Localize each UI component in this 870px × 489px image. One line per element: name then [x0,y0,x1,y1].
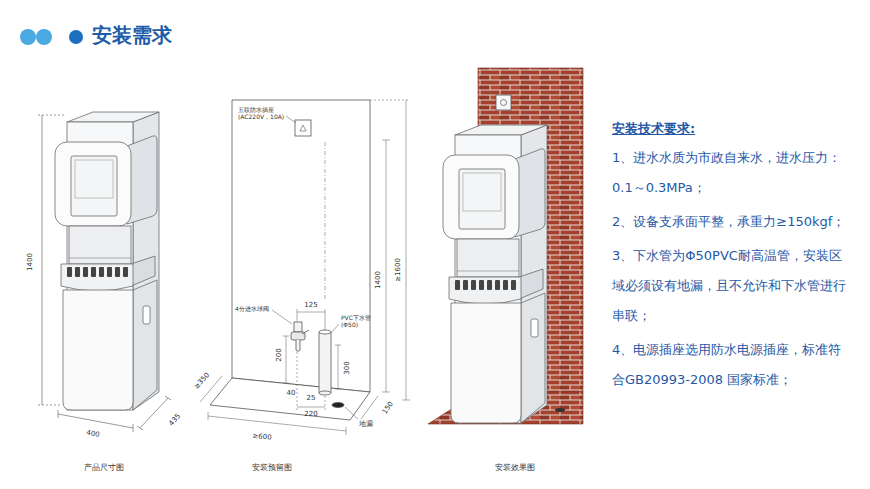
install-plan-drawing-part-part [208,412,209,420]
install-plan-drawing-part-part [297,407,325,408]
install-plan-drawing-part-part [335,345,341,346]
install-plan-drawing-part-part [382,140,390,141]
install-plan-drawing-part [286,116,296,123]
requirement-item: 4、电源插座选用防水电源插座，标准符合GB20993-2008 国家标准； [612,335,852,395]
install-plan-drawing-part-part [370,100,410,101]
install-plan-drawing-part-part [283,336,289,337]
product-drawing-part-part [137,426,143,430]
product-drawing [38,112,171,432]
install-plan-drawing-part-part [297,352,298,410]
dimension-label: 40 [287,389,296,397]
install-plan-drawing-part-part [386,140,387,392]
install-plan-drawing-part-part [346,427,347,435]
requirement-item: 3、下水管为Φ50PVC耐高温管，安装区域必须设有地漏，且不允许和下水管进行串联… [612,241,852,331]
dimension-label: 125 [304,301,317,309]
dimension-label: 400 [86,429,101,440]
install-plan-drawing-part [319,391,331,395]
product-drawing-part [55,112,159,410]
install-plan-drawing-part [295,120,311,136]
part-label: 4分进水球阀 [235,305,269,312]
part-label: PVC下水管 (Φ50) [341,314,377,328]
install-plan-drawing-part-part [297,309,298,321]
product-drawing-part-part [133,424,134,432]
dimension-label: ≥1600 [394,258,402,282]
install-plan-drawing-part-part [208,416,346,431]
product-drawing-part-part [140,398,168,428]
install-effect-drawing-part [496,95,511,110]
install-plan-drawing-part [302,330,309,334]
dimension-label: 300 [343,361,351,374]
product-drawing-part-part [38,115,66,116]
install-plan-drawing-part [319,332,331,393]
dimension-label: 435 [167,412,182,428]
product-drawing-part [38,115,171,432]
install-plan-drawing-part-part [335,389,341,390]
install-plan-drawing-part-part [402,400,410,401]
dimension-label: ≥600 [252,432,272,442]
dimension-label: ≥350 [192,371,211,391]
install-plan-drawing-part-part [325,309,326,330]
install-effect-drawing-part [501,100,507,106]
install-plan-drawing-part [200,100,410,435]
install-plan-drawing-part [319,332,331,393]
dimension-label: 1400 [374,271,382,289]
install-plan-drawing [200,100,410,435]
install-plan-drawing-part-part [406,100,407,400]
install-effect-drawing-part [443,125,547,423]
figure-caption: 安装预留图 [252,463,292,473]
dimension-label: 25 [307,394,316,402]
title-icon-part [36,29,52,45]
product-drawing-part-part [165,396,171,400]
product-drawing-part-part [58,414,133,428]
requirement-item: 2、设备支承面平整，承重力≥150kgf； [612,207,852,237]
install-plan-drawing-part-part [286,336,287,383]
install-plan-drawing-part [232,100,370,392]
install-plan-drawing-part-part [382,392,390,393]
title-icon-part [69,30,83,44]
dimension-label: 200 [275,348,283,361]
dimension-label: 220 [304,410,317,418]
install-plan-drawing-part-part [325,396,326,410]
install-plan-drawing-part-part [338,345,339,389]
title-icon [20,29,83,45]
figure-caption: 安装效果图 [495,463,535,473]
install-plan-drawing-part [345,407,358,419]
title-icon-part [20,29,36,45]
install-plan-drawing-part [319,330,331,334]
part-label: 地漏 [359,420,373,428]
install-plan-drawing-part [325,142,326,300]
part-label: 五联防水插座 (AC220V，10A) [238,106,288,120]
dimension-label: 1400 [26,253,34,271]
install-plan-drawing-part-part [283,383,289,384]
install-plan-drawing-part-part [297,312,325,313]
install-plan-drawing-part [296,340,300,352]
requirements-heading: 安装技术要求: [612,118,852,140]
install-effect-drawing-part [555,408,565,412]
product-drawing-part-part [42,115,43,405]
install-plan-drawing-part [294,322,302,332]
install-plan-drawing-part [331,324,339,333]
product-drawing-part-part [58,410,59,418]
product-drawing-part-part [38,405,62,406]
page-title: 安装需求 [92,22,172,49]
install-plan-drawing-part [272,310,292,324]
install-plan-drawing-part [332,403,344,408]
dimension-label: 150 [381,400,396,416]
install-plan-drawing-part [210,378,370,420]
install-effect-drawing [428,68,583,424]
install-plan-drawing-part [300,125,306,131]
figure-caption: 产品尺寸图 [84,463,124,473]
requirement-item: 1、进水水质为市政自来水，进水压力：0.1～0.3MPa； [612,143,852,203]
install-plan-drawing-part-part [361,396,378,419]
